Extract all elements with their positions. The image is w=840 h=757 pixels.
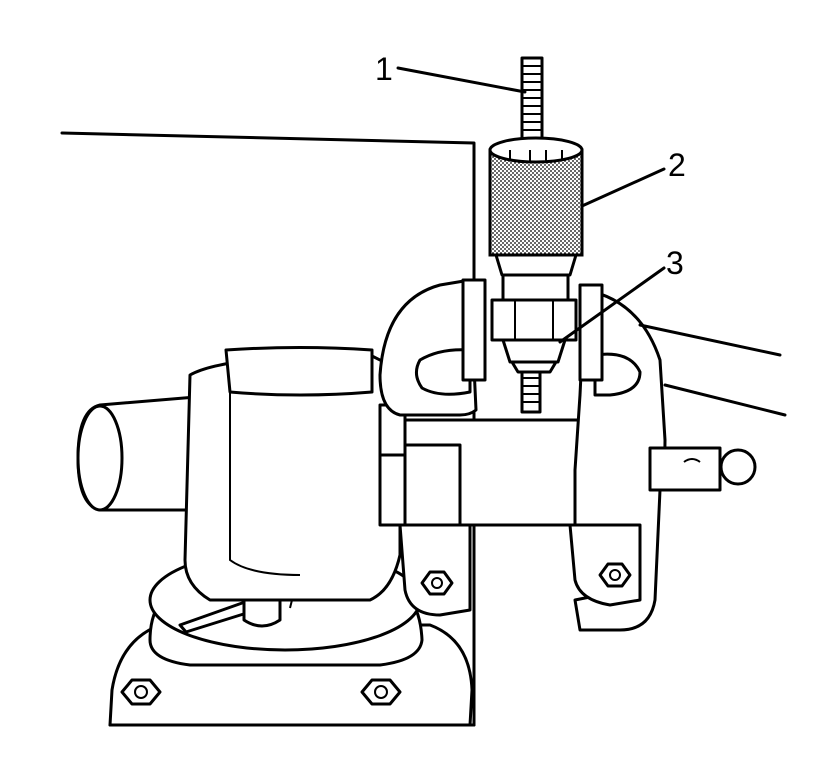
vise-rear-cylinder <box>76 393 222 512</box>
vise-movable-jaw <box>378 278 667 632</box>
knurled-sleeve <box>488 136 584 277</box>
base-bolt-left <box>120 678 162 706</box>
adapter-body <box>490 273 578 342</box>
jaw-nut-right <box>598 562 632 588</box>
callout-3: 3 <box>666 245 684 281</box>
callout-2: 2 <box>668 147 686 183</box>
threaded-rod <box>520 56 544 414</box>
jaw-nut-left <box>420 570 454 596</box>
base-bolt-right <box>360 678 402 706</box>
vise-handle <box>648 446 757 492</box>
vise-fixed-jaw-body <box>183 346 402 602</box>
callout-1: 1 <box>375 51 393 87</box>
leader-lines <box>396 66 787 417</box>
receiver-nut <box>501 338 567 374</box>
